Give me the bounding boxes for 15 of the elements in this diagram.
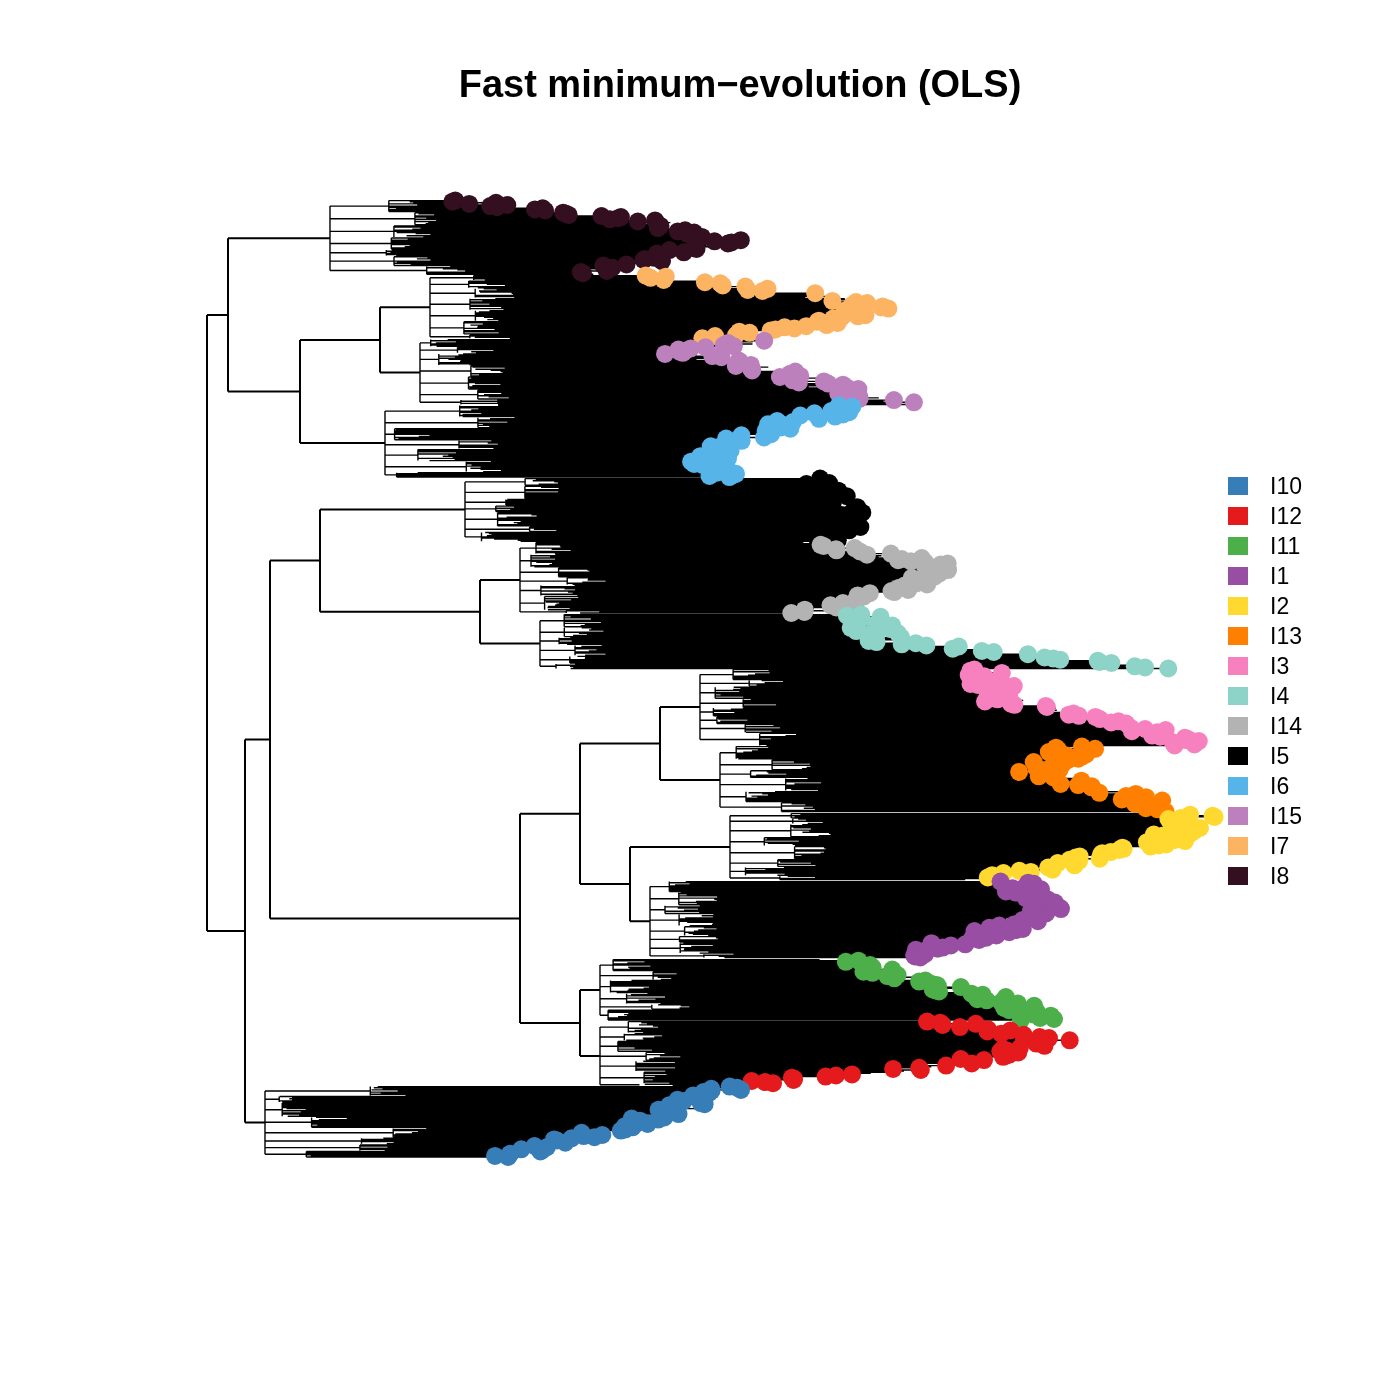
legend-label: I8 — [1270, 864, 1290, 888]
legend-label: I11 — [1270, 534, 1301, 558]
chart-title: Fast minimum−evolution (OLS) — [458, 64, 1022, 104]
legend-label: I7 — [1270, 834, 1290, 858]
legend-label: I4 — [1270, 684, 1290, 708]
legend-label: I6 — [1270, 774, 1290, 798]
legend-label: I14 — [1270, 714, 1302, 738]
legend-label: I2 — [1270, 594, 1290, 618]
legend-label: I15 — [1270, 804, 1302, 828]
legend-label: I3 — [1270, 654, 1290, 678]
legend-label: I1 — [1270, 564, 1290, 588]
legend-label: I10 — [1270, 474, 1302, 498]
legend-label: I12 — [1270, 504, 1302, 528]
legend-label: I5 — [1270, 744, 1290, 768]
legend-label: I13 — [1270, 624, 1302, 648]
